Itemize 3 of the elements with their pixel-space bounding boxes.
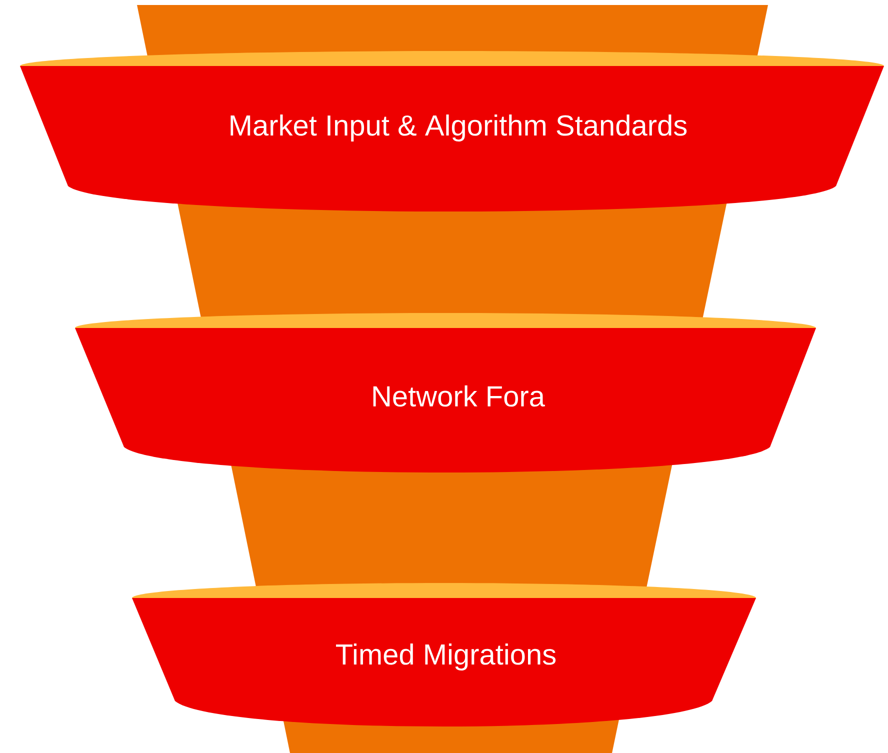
funnel-band: Timed Migrations xyxy=(132,583,756,726)
funnel-band: Market Input & Algorithm Standards xyxy=(20,51,884,212)
funnel-band: Network Fora xyxy=(75,313,816,472)
